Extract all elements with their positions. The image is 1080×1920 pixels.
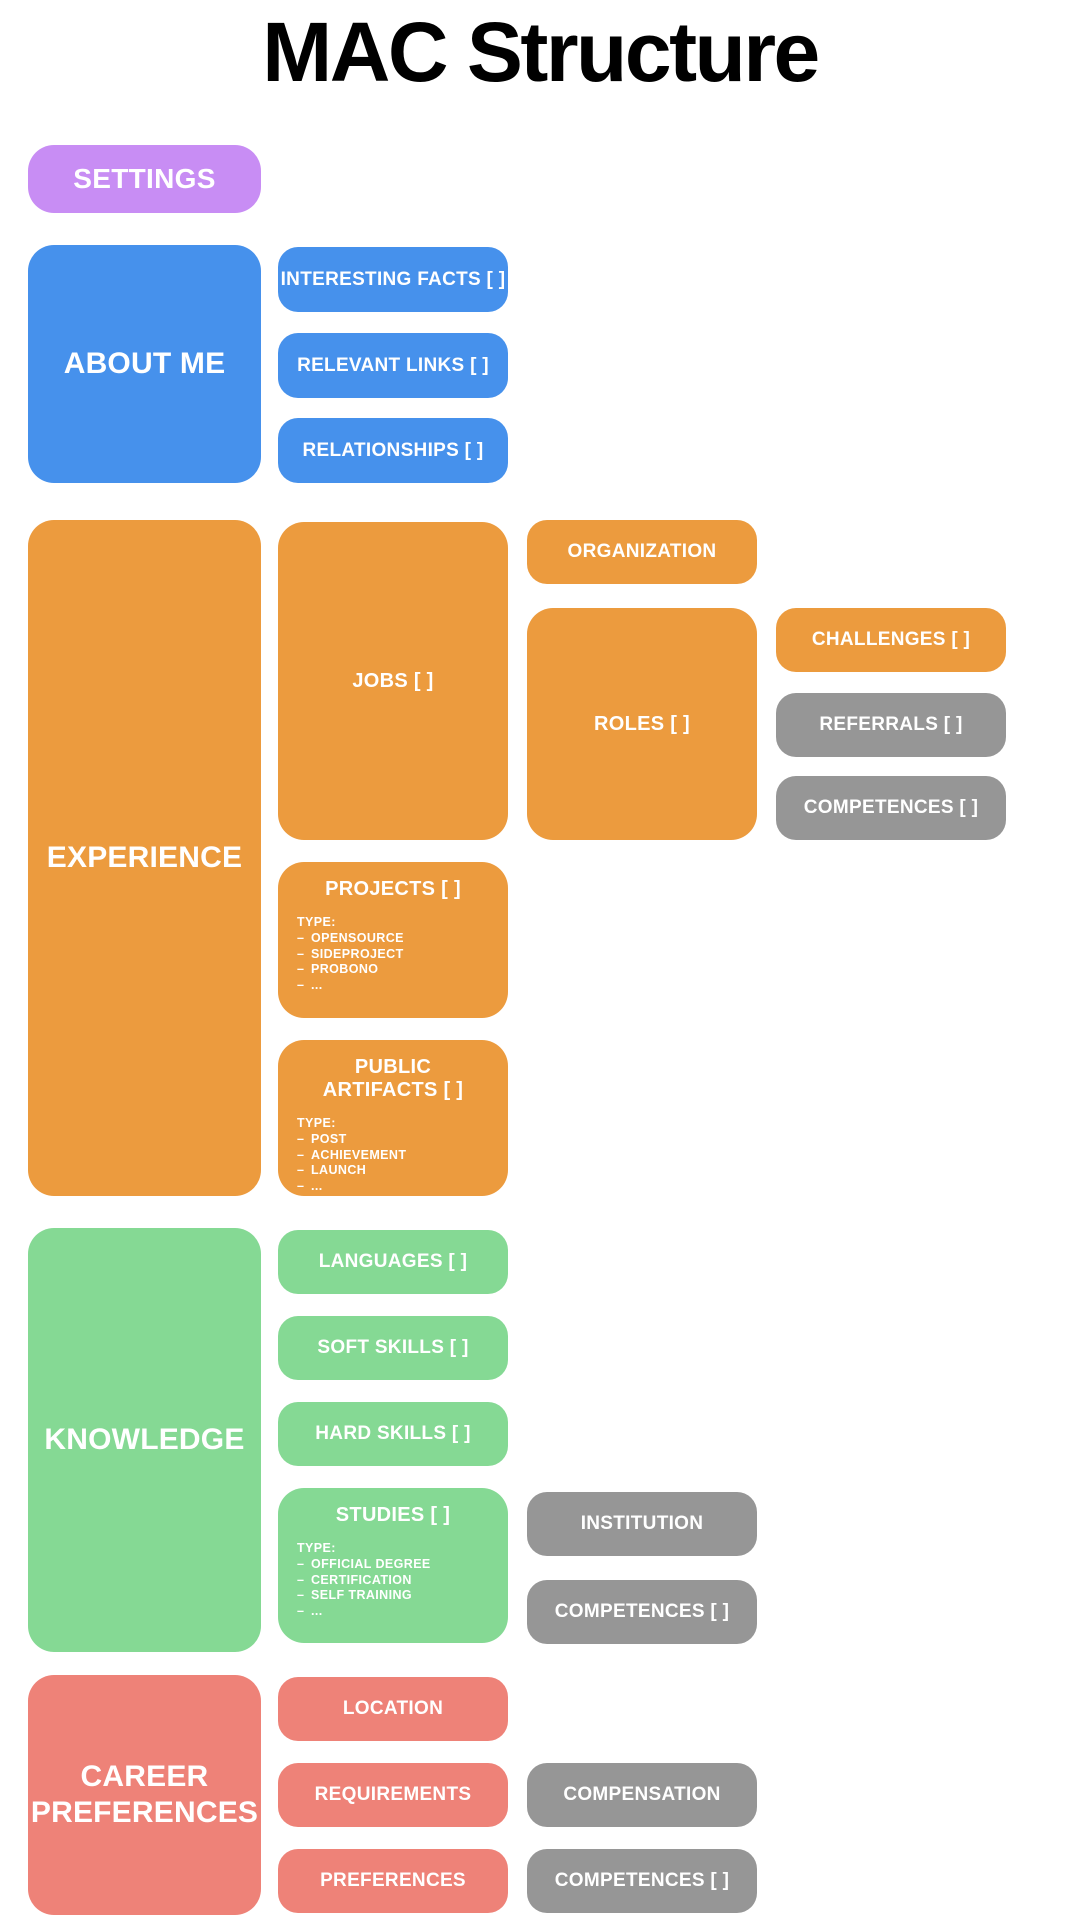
node-label: COMPETENCES [ ] <box>554 1870 730 1891</box>
node-label: REQUIREMENTS <box>314 1784 472 1805</box>
node-organization[interactable]: ORGANIZATION <box>527 520 757 584</box>
node-public-artifacts[interactable]: PUBLIC ARTIFACTS [ ] TYPE: POST ACHIEVEM… <box>278 1040 508 1196</box>
type-list-item: ACHIEVEMENT <box>297 1148 498 1164</box>
node-label: HARD SKILLS [ ] <box>315 1423 471 1444</box>
node-label: ROLES [ ] <box>593 712 691 735</box>
node-label: KNOWLEDGE <box>44 1423 245 1456</box>
node-label: RELEVANT LINKS [ ] <box>297 354 489 376</box>
node-challenges[interactable]: CHALLENGES [ ] <box>776 608 1006 672</box>
node-label: ABOUT ME <box>63 347 226 380</box>
node-studies[interactable]: STUDIES [ ] TYPE: OFFICIAL DEGREE CERTIF… <box>278 1488 508 1643</box>
type-list-item: OPENSOURCE <box>297 931 498 947</box>
type-list-item: PROBONO <box>297 962 498 978</box>
node-career-preferences[interactable]: CAREER PREFERENCES <box>28 1675 261 1915</box>
type-list-item: CERTIFICATION <box>297 1573 498 1589</box>
type-list-item: ... <box>297 978 498 994</box>
node-soft-skills[interactable]: SOFT SKILLS [ ] <box>278 1316 508 1380</box>
node-requirements[interactable]: REQUIREMENTS <box>278 1763 508 1827</box>
node-label: SETTINGS <box>73 163 216 194</box>
node-relevant-links[interactable]: RELEVANT LINKS [ ] <box>278 333 508 398</box>
node-about-me[interactable]: ABOUT ME <box>28 245 261 483</box>
node-label: EXPERIENCE <box>46 841 243 874</box>
node-hard-skills[interactable]: HARD SKILLS [ ] <box>278 1402 508 1466</box>
node-institution[interactable]: INSTITUTION <box>527 1492 757 1556</box>
node-label: COMPETENCES [ ] <box>554 1601 730 1622</box>
node-knowledge-competences[interactable]: COMPETENCES [ ] <box>527 1580 757 1644</box>
node-languages[interactable]: LANGUAGES [ ] <box>278 1230 508 1294</box>
node-label: CAREER PREFERENCES <box>30 1760 259 1829</box>
node-label: STUDIES [ ] <box>335 1504 451 1526</box>
node-label: PREFERENCES <box>320 1870 466 1891</box>
type-list-title: TYPE: <box>297 915 336 929</box>
type-list: POST ACHIEVEMENT LAUNCH ... <box>297 1132 498 1194</box>
node-label: REFERRALS [ ] <box>819 714 963 735</box>
type-list: OPENSOURCE SIDEPROJECT PROBONO ... <box>297 931 498 993</box>
type-list: OFFICIAL DEGREE CERTIFICATION SELF TRAIN… <box>297 1557 498 1619</box>
type-list-item: POST <box>297 1132 498 1148</box>
node-interesting-facts[interactable]: INTERESTING FACTS [ ] <box>278 247 508 312</box>
node-label: ORGANIZATION <box>567 541 717 562</box>
node-label: COMPETENCES [ ] <box>803 797 979 818</box>
node-experience[interactable]: EXPERIENCE <box>28 520 261 1196</box>
node-settings[interactable]: SETTINGS <box>28 145 261 213</box>
type-list-title: TYPE: <box>297 1541 336 1555</box>
node-label: LANGUAGES [ ] <box>318 1251 468 1272</box>
node-label: INTERESTING FACTS [ ] <box>280 268 506 290</box>
node-label: CHALLENGES [ ] <box>811 629 971 650</box>
type-list-item: ... <box>297 1604 498 1620</box>
node-label: COMPENSATION <box>563 1784 721 1805</box>
node-compensation[interactable]: COMPENSATION <box>527 1763 757 1827</box>
node-label: SOFT SKILLS [ ] <box>317 1337 469 1358</box>
node-label: RELATIONSHIPS [ ] <box>302 439 484 461</box>
type-list-item: OFFICIAL DEGREE <box>297 1557 498 1573</box>
node-referrals[interactable]: REFERRALS [ ] <box>776 693 1006 757</box>
node-relationships[interactable]: RELATIONSHIPS [ ] <box>278 418 508 483</box>
node-projects[interactable]: PROJECTS [ ] TYPE: OPENSOURCE SIDEPROJEC… <box>278 862 508 1018</box>
node-preferences[interactable]: PREFERENCES <box>278 1849 508 1913</box>
type-list-item: SELF TRAINING <box>297 1588 498 1604</box>
node-roles[interactable]: ROLES [ ] <box>527 608 757 840</box>
node-knowledge[interactable]: KNOWLEDGE <box>28 1228 261 1652</box>
node-jobs[interactable]: JOBS [ ] <box>278 522 508 840</box>
node-location[interactable]: LOCATION <box>278 1677 508 1741</box>
node-label: PROJECTS [ ] <box>325 878 461 900</box>
node-experience-competences[interactable]: COMPETENCES [ ] <box>776 776 1006 840</box>
type-list-item: ... <box>297 1179 498 1195</box>
type-list-title: TYPE: <box>297 1116 336 1130</box>
node-label: PUBLIC ARTIFACTS [ ] <box>322 1056 464 1101</box>
node-label: LOCATION <box>342 1698 444 1719</box>
node-career-competences[interactable]: COMPETENCES [ ] <box>527 1849 757 1913</box>
type-list-item: LAUNCH <box>297 1163 498 1179</box>
node-label: INSTITUTION <box>580 1513 704 1534</box>
node-label: JOBS [ ] <box>352 669 434 692</box>
type-list-item: SIDEPROJECT <box>297 947 498 963</box>
page-title: MAC Structure <box>262 5 820 99</box>
